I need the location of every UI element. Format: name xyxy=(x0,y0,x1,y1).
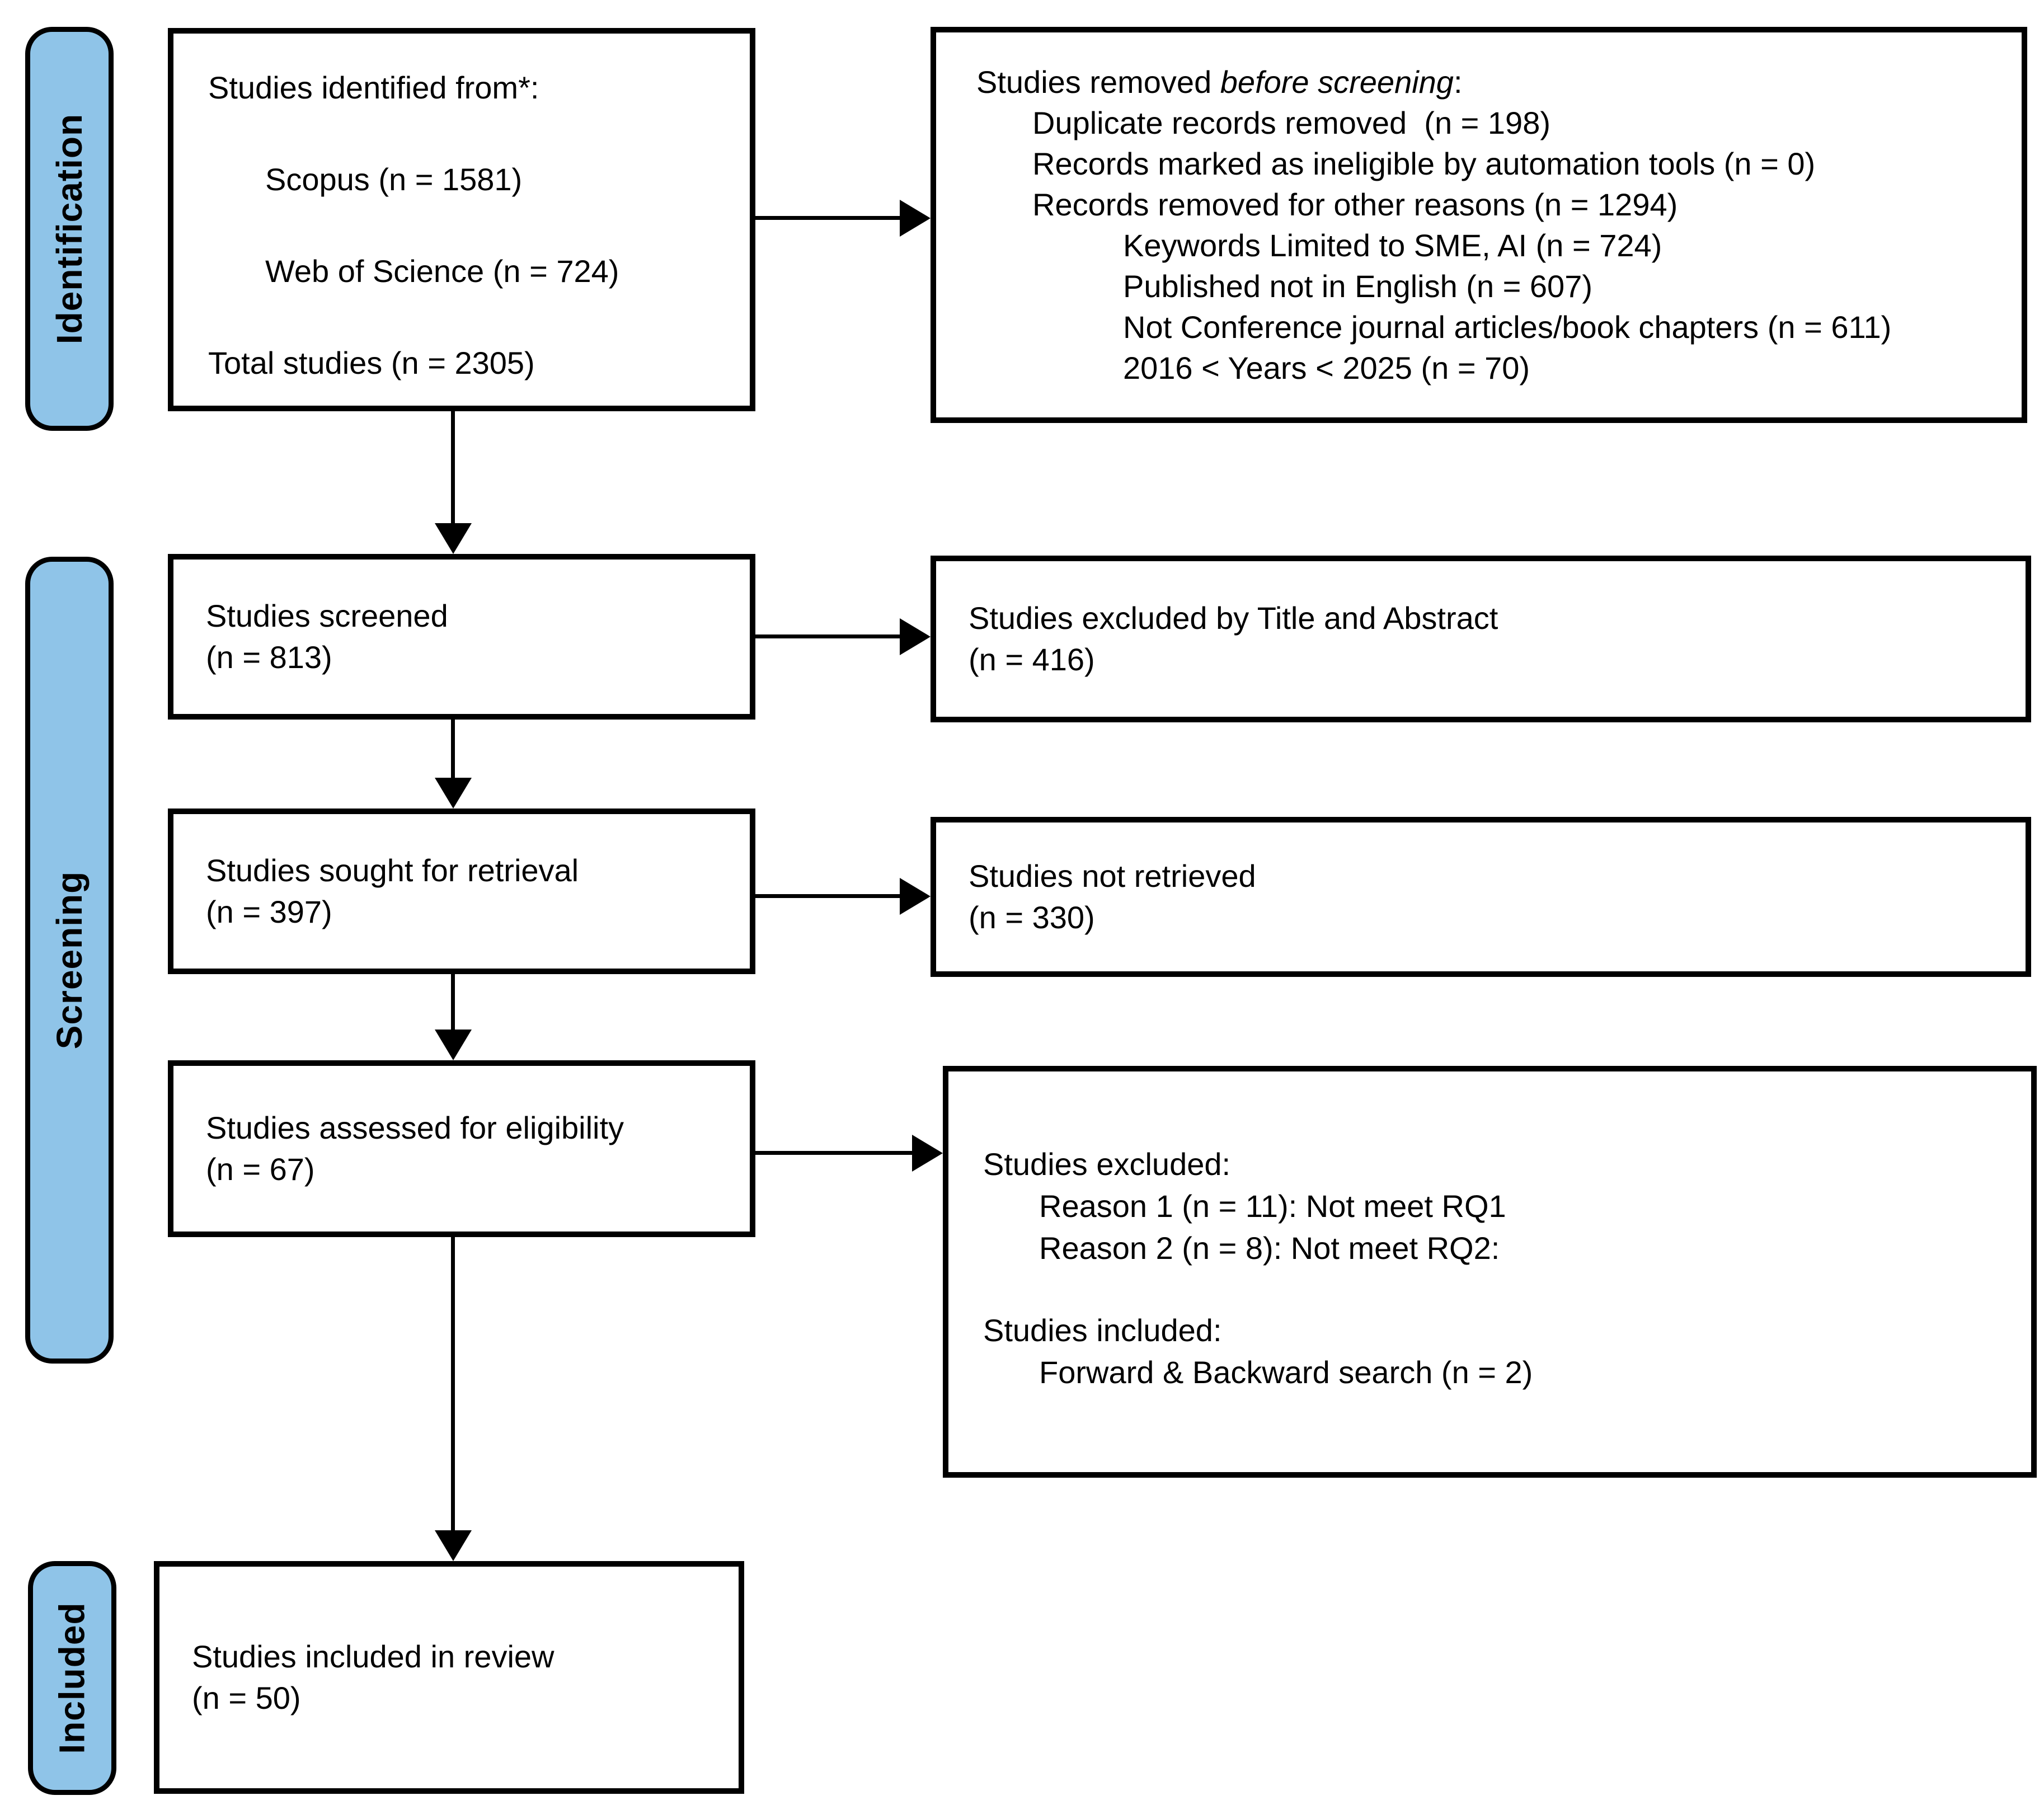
text-line: Reason 1 (n = 11): Not meet RQ1 xyxy=(1039,1188,1506,1224)
title-italic-text: before screening xyxy=(1220,64,1454,100)
text-line: Forward & Backward search (n = 2) xyxy=(1039,1355,1533,1390)
box-studies-included-in-review: Studies included in review (n = 50) xyxy=(154,1561,744,1794)
count-line: (n = 50) xyxy=(192,1680,301,1715)
text-line: Keywords Limited to SME, AI (n = 724) xyxy=(1123,228,1662,263)
title-text: : xyxy=(1453,64,1463,100)
count-line: (n = 397) xyxy=(206,894,332,929)
box-studies-sought-retrieval: Studies sought for retrieval (n = 397) xyxy=(168,809,755,974)
title-text: Studies removed xyxy=(976,64,1220,100)
box-studies-excluded-reasons: Studies excluded: Reason 1 (n = 11): Not… xyxy=(943,1066,2037,1478)
group-title: Studies included: xyxy=(983,1313,1222,1348)
box-studies-assessed-eligibility: Studies assessed for eligibility (n = 67… xyxy=(168,1060,755,1237)
text-line: Studies assessed for eligibility xyxy=(206,1110,624,1145)
arrow-right-screened-to-excluded xyxy=(755,618,931,655)
box-studies-identified: Studies identified from*: Scopus (n = 15… xyxy=(168,28,755,411)
text-line: Not Conference journal articles/book cha… xyxy=(1123,309,1892,345)
arrow-right-assessed-to-excluded-reasons xyxy=(755,1134,943,1172)
text-line: Reason 2 (n = 8): Not meet RQ2: xyxy=(1039,1230,1500,1266)
box-title: Studies removed before screening: xyxy=(976,62,2010,102)
text-line: Records marked as ineligible by automati… xyxy=(1032,146,1816,181)
spacer xyxy=(983,1269,2020,1309)
stage-label-identification: Identification xyxy=(49,113,90,345)
group-title: Studies excluded: xyxy=(983,1146,1231,1182)
arrow-right-identified-to-removed xyxy=(755,199,931,237)
box-title: Studies identified from*: xyxy=(208,70,539,105)
text-line: Scopus (n = 1581) xyxy=(265,162,523,197)
text-line: Studies sought for retrieval xyxy=(206,853,579,888)
text-line: 2016 < Years < 2025 (n = 70) xyxy=(1123,350,1530,386)
text-line: Records removed for other reasons (n = 1… xyxy=(1032,187,1678,222)
text-line: Studies excluded by Title and Abstract xyxy=(969,600,1498,636)
arrow-down-screened-to-sought xyxy=(434,720,472,809)
count-line: (n = 416) xyxy=(969,642,1095,677)
text-line: Studies included in review xyxy=(192,1639,555,1674)
box-studies-not-retrieved: Studies not retrieved (n = 330) xyxy=(931,817,2031,977)
text-line: Published not in English (n = 607) xyxy=(1123,269,1592,304)
stage-label-screening: Screening xyxy=(49,871,90,1050)
count-line: (n = 330) xyxy=(969,900,1095,935)
box-studies-removed-before-screening: Studies removed before screening: Duplic… xyxy=(931,27,2027,423)
text-line: Web of Science (n = 724) xyxy=(265,253,619,289)
arrow-down-identified-to-screened xyxy=(434,411,472,554)
stage-pill-identification: Identification xyxy=(25,27,114,431)
arrow-right-sought-to-not-retrieved xyxy=(755,877,931,915)
box-excluded-by-title-abstract: Studies excluded by Title and Abstract (… xyxy=(931,556,2031,722)
text-line: Total studies (n = 2305) xyxy=(208,345,535,380)
count-line: (n = 813) xyxy=(206,640,332,675)
count-line: (n = 67) xyxy=(206,1151,315,1187)
stage-pill-screening: Screening xyxy=(25,557,114,1364)
box-studies-screened: Studies screened (n = 813) xyxy=(168,554,755,720)
stage-pill-included: Included xyxy=(28,1561,116,1795)
text-line: Duplicate records removed (n = 198) xyxy=(1032,105,1550,140)
stage-label-included: Included xyxy=(52,1602,92,1754)
text-line: Studies screened xyxy=(206,598,448,633)
arrow-down-sought-to-assessed xyxy=(434,974,472,1060)
arrow-down-assessed-to-included xyxy=(434,1237,472,1561)
text-line: Studies not retrieved xyxy=(969,858,1256,894)
